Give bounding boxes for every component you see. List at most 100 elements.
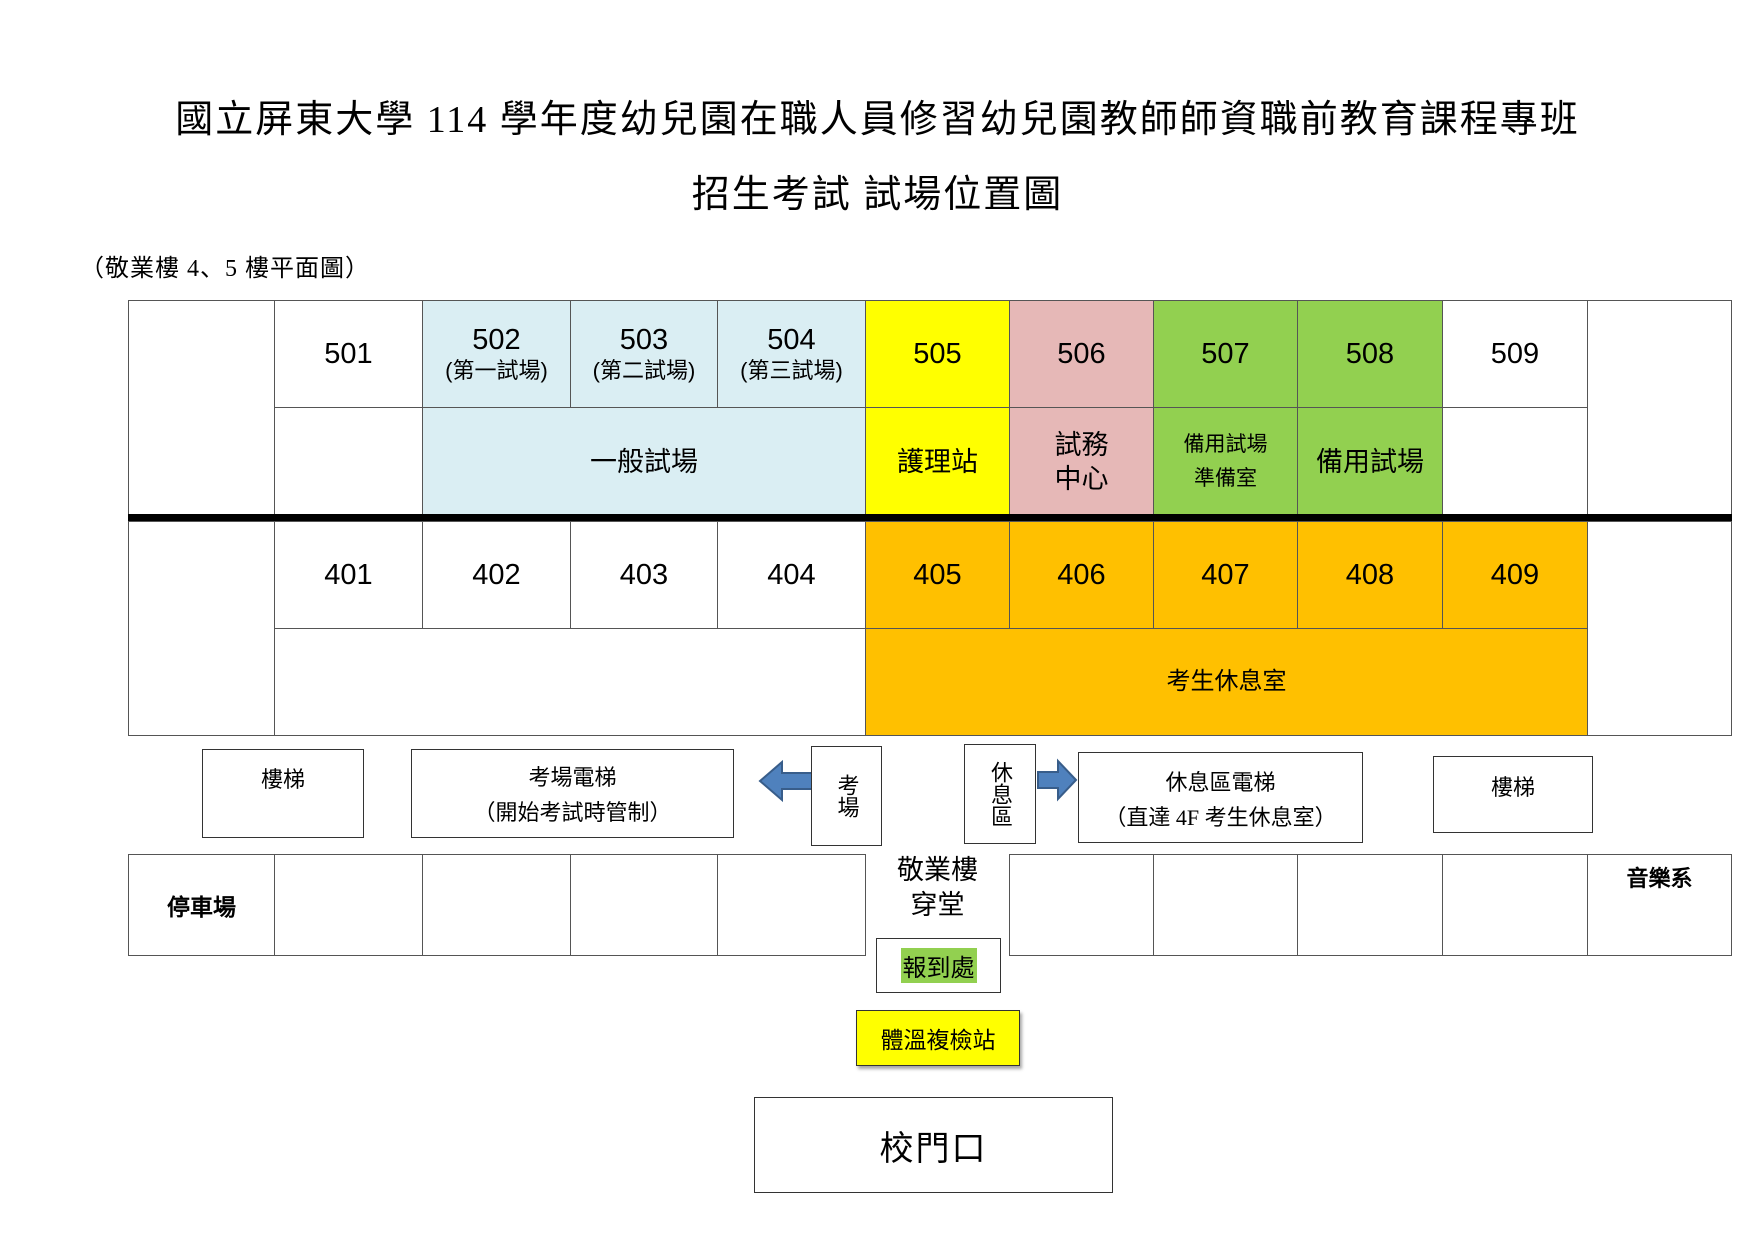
exam-side-label: 考場 (834, 774, 860, 818)
floor4-right-wing (1587, 521, 1732, 736)
floor5-corridor-left (274, 407, 423, 516)
hall-label-1: 敬業樓 (897, 855, 978, 885)
exam-center-label-2: 中心 (1054, 463, 1109, 494)
room-506: 506 (1009, 300, 1154, 408)
floor5-right-wing (1587, 300, 1732, 516)
exam-center-label-1: 試務 (1054, 429, 1109, 460)
exam-center: 試務 中心 (1009, 407, 1154, 516)
room-508: 508 (1297, 300, 1443, 408)
room-408-number: 408 (1345, 559, 1395, 591)
ground-block-6 (1153, 854, 1298, 956)
arrow-right-icon (1037, 758, 1078, 802)
room-403: 403 (570, 521, 718, 629)
nurse-station-label: 護理站 (897, 446, 978, 477)
room-406-number: 406 (1057, 559, 1106, 591)
exam-elevator-label: 考場電梯 (528, 765, 617, 790)
ground-block-7 (1297, 854, 1443, 956)
room-401: 401 (274, 521, 423, 629)
hall-label-2: 穿堂 (910, 890, 965, 920)
floor-divider (128, 514, 1732, 522)
room-504-number: 504 (767, 324, 816, 356)
backup-prep-label-2: 準備室 (1194, 466, 1257, 490)
candidate-lounge-label: 考生休息室 (1166, 668, 1287, 695)
ground-block-2 (422, 854, 571, 956)
check-in-desk: 報到處 (876, 938, 1001, 993)
parking-lot: 停車場 (128, 854, 275, 956)
jingye-hall-passage: 敬業樓 穿堂 (866, 853, 1009, 923)
room-507: 507 (1153, 300, 1298, 408)
stairs-right: 樓梯 (1433, 756, 1593, 833)
music-label: 音樂系 (1626, 866, 1693, 891)
floor-plan-caption: （敬業樓 4、5 樓平面圖） (80, 256, 370, 282)
floor5-left-wing (128, 300, 275, 516)
check-in-label: 報到處 (900, 948, 977, 983)
room-404-number: 404 (767, 559, 816, 591)
backup-prep-room: 備用試場 準備室 (1153, 407, 1298, 516)
exam-side-marker: 考場 (811, 746, 882, 846)
stairs-left: 樓梯 (202, 749, 364, 838)
temperature-check-station: 體溫複檢站 (856, 1010, 1020, 1066)
backup-prep-label-1: 備用試場 (1183, 432, 1268, 456)
rest-elevator-note: （直達 4F 考生休息室） (1104, 805, 1337, 830)
school-gate-label: 校門口 (879, 1130, 988, 1168)
rest-side-label: 休息區 (988, 761, 1013, 827)
page-title: 國立屏東大學 114 學年度幼兒園在職人員修習幼兒園教師師資職前教育課程專班 (175, 99, 1580, 141)
ground-block-5 (1009, 854, 1154, 956)
room-407: 407 (1153, 521, 1298, 629)
room-502-number: 502 (472, 324, 521, 356)
room-509-number: 509 (1490, 338, 1540, 370)
ground-block-4 (717, 854, 866, 956)
room-502: 502 (第一試場) (422, 300, 571, 408)
rest-elevator: 休息區電梯 （直達 4F 考生休息室） (1078, 752, 1363, 843)
room-504: 504 (第三試場) (717, 300, 866, 408)
room-503-label: (第二試場) (592, 358, 696, 383)
room-502-label: (第一試場) (445, 358, 548, 383)
room-501: 501 (274, 300, 423, 408)
room-405: 405 (865, 521, 1010, 629)
floor5-corridor-right (1442, 407, 1588, 516)
room-406: 406 (1009, 521, 1154, 629)
room-404: 404 (717, 521, 866, 629)
arrow-left-icon (758, 759, 813, 803)
ground-block-1 (274, 854, 423, 956)
temperature-check-label: 體溫複檢站 (880, 1027, 996, 1053)
room-503: 503 (第二試場) (570, 300, 718, 408)
room-509: 509 (1442, 300, 1588, 408)
general-exam-area: 一般試場 (422, 407, 866, 516)
room-501-number: 501 (324, 338, 373, 370)
room-505: 505 (865, 300, 1010, 408)
school-gate: 校門口 (754, 1097, 1113, 1193)
room-402-number: 402 (472, 559, 521, 591)
ground-block-3 (570, 854, 718, 956)
room-505-number: 505 (913, 338, 962, 370)
parking-label: 停車場 (167, 894, 236, 920)
general-exam-label: 一般試場 (590, 446, 698, 477)
room-508-number: 508 (1345, 338, 1395, 370)
page-subtitle: 招生考試 試場位置圖 (691, 174, 1064, 216)
rest-elevator-label: 休息區電梯 (1165, 770, 1276, 795)
music-department: 音樂系 (1587, 854, 1732, 956)
room-409-number: 409 (1490, 559, 1540, 591)
floor4-corridor (274, 628, 866, 736)
rest-side-marker: 休息區 (964, 744, 1036, 844)
candidate-lounge: 考生休息室 (865, 628, 1588, 736)
nurse-station: 護理站 (865, 407, 1010, 516)
backup-exam-label: 備用試場 (1316, 446, 1424, 477)
room-401-number: 401 (324, 559, 373, 591)
room-403-number: 403 (619, 559, 669, 591)
room-405-number: 405 (913, 559, 962, 591)
room-408: 408 (1297, 521, 1443, 629)
floor4-left-wing (128, 521, 275, 736)
ground-block-8 (1442, 854, 1588, 956)
room-507-number: 507 (1201, 338, 1250, 370)
room-506-number: 506 (1057, 338, 1106, 370)
stairs-left-label: 樓梯 (260, 767, 305, 792)
room-407-number: 407 (1201, 559, 1250, 591)
backup-exam-room: 備用試場 (1297, 407, 1443, 516)
room-503-number: 503 (619, 324, 669, 356)
room-402: 402 (422, 521, 571, 629)
room-504-label: (第三試場) (740, 358, 843, 383)
room-409: 409 (1442, 521, 1588, 629)
stairs-right-label: 樓梯 (1490, 775, 1535, 800)
exam-elevator-note: （開始考試時管制） (473, 800, 672, 825)
